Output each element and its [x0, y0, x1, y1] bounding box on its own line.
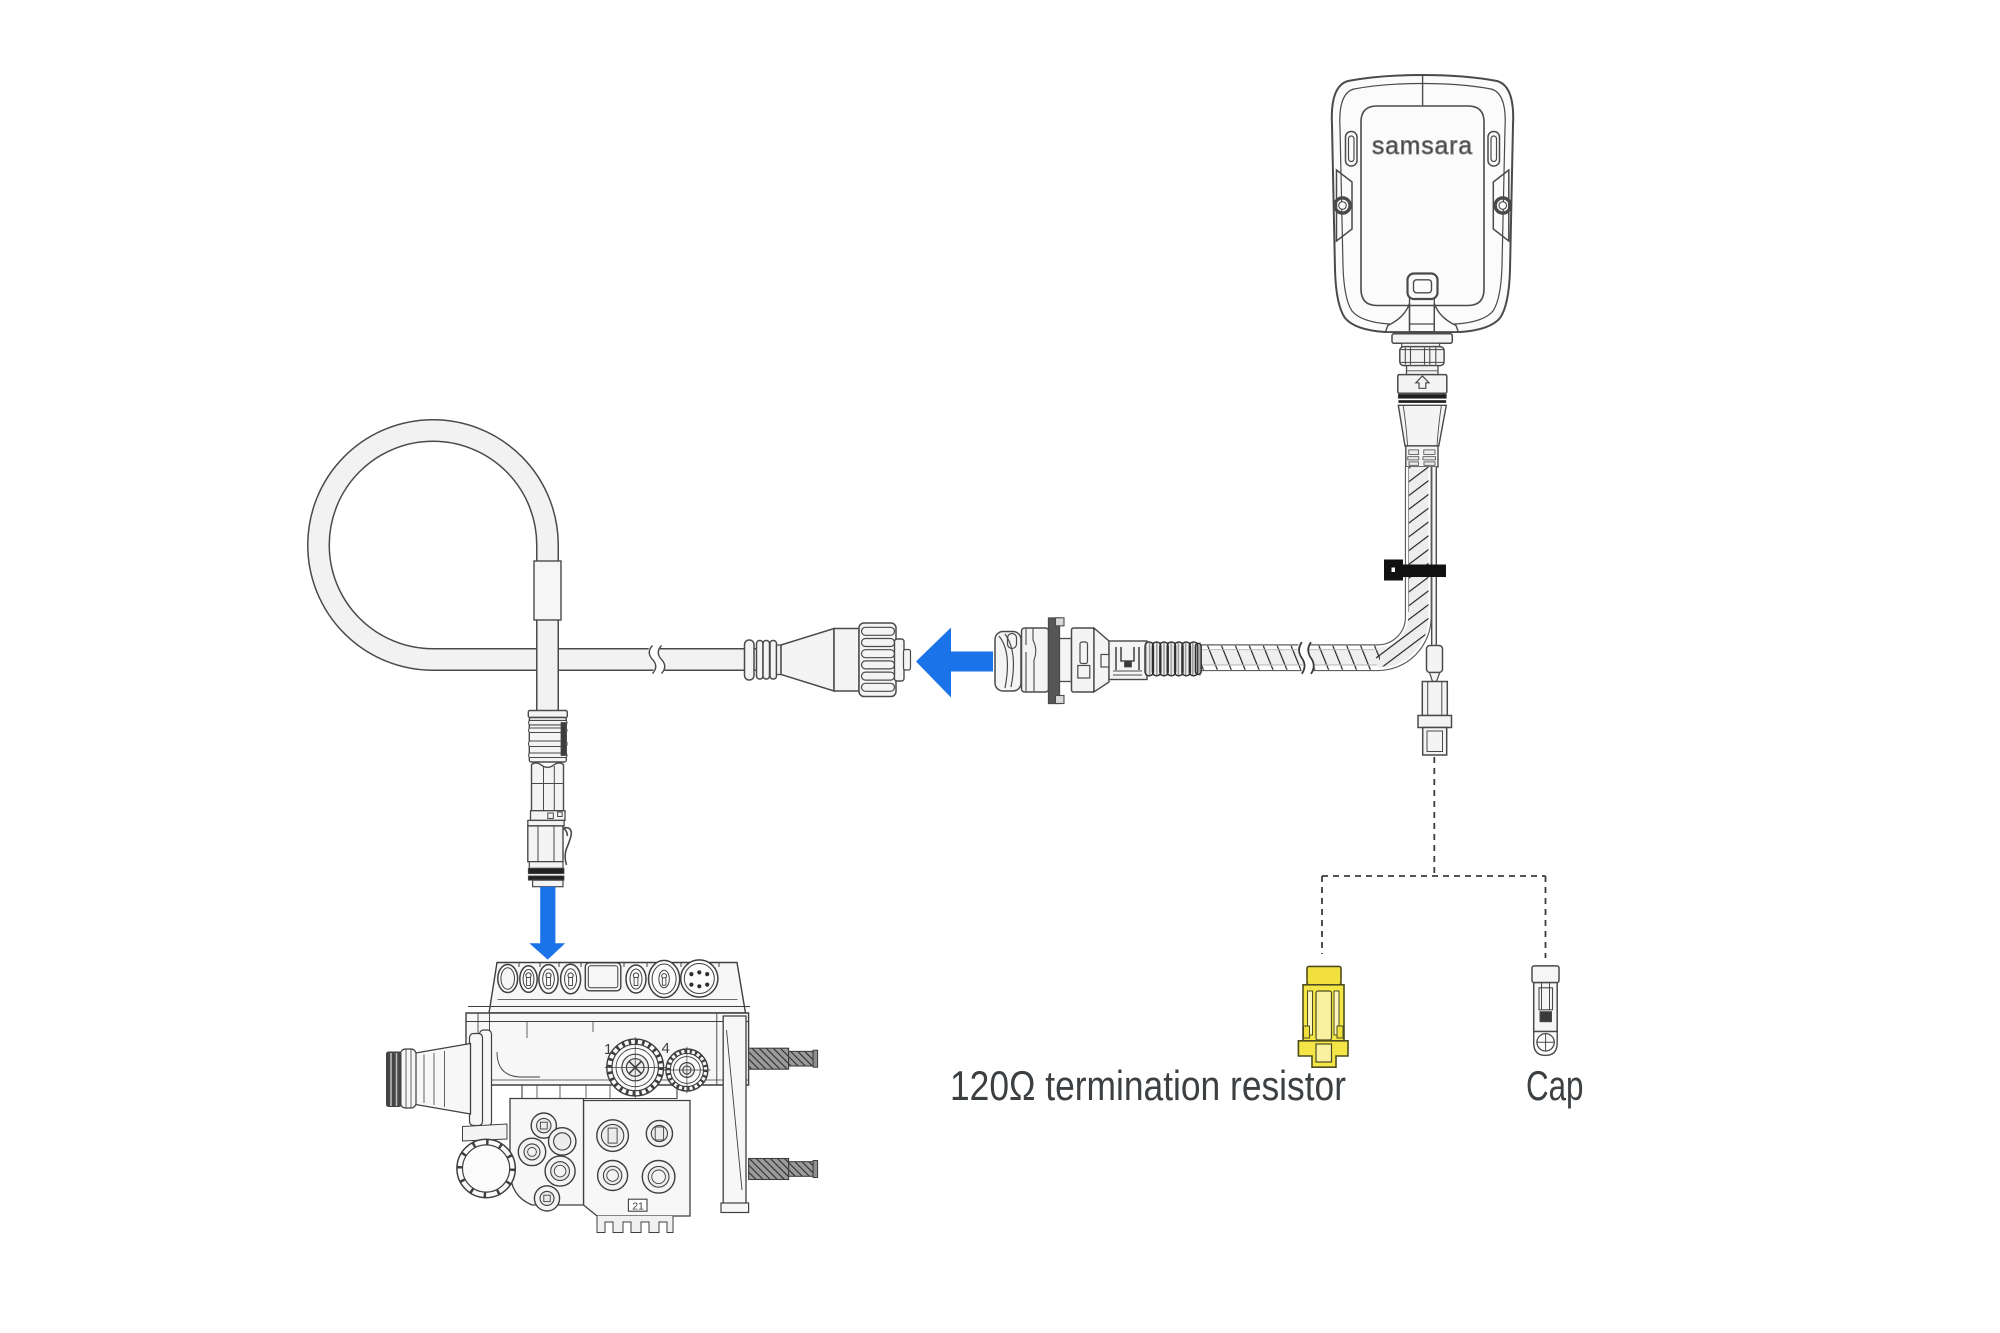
- svg-text:4: 4: [662, 1040, 670, 1057]
- svg-text:21: 21: [632, 1200, 644, 1212]
- svg-text:Cap: Cap: [1526, 1062, 1584, 1109]
- svg-text:1: 1: [604, 1041, 612, 1058]
- svg-text:samsara: samsara: [1372, 132, 1473, 160]
- svg-text:120Ω termination resistor: 120Ω termination resistor: [950, 1062, 1346, 1109]
